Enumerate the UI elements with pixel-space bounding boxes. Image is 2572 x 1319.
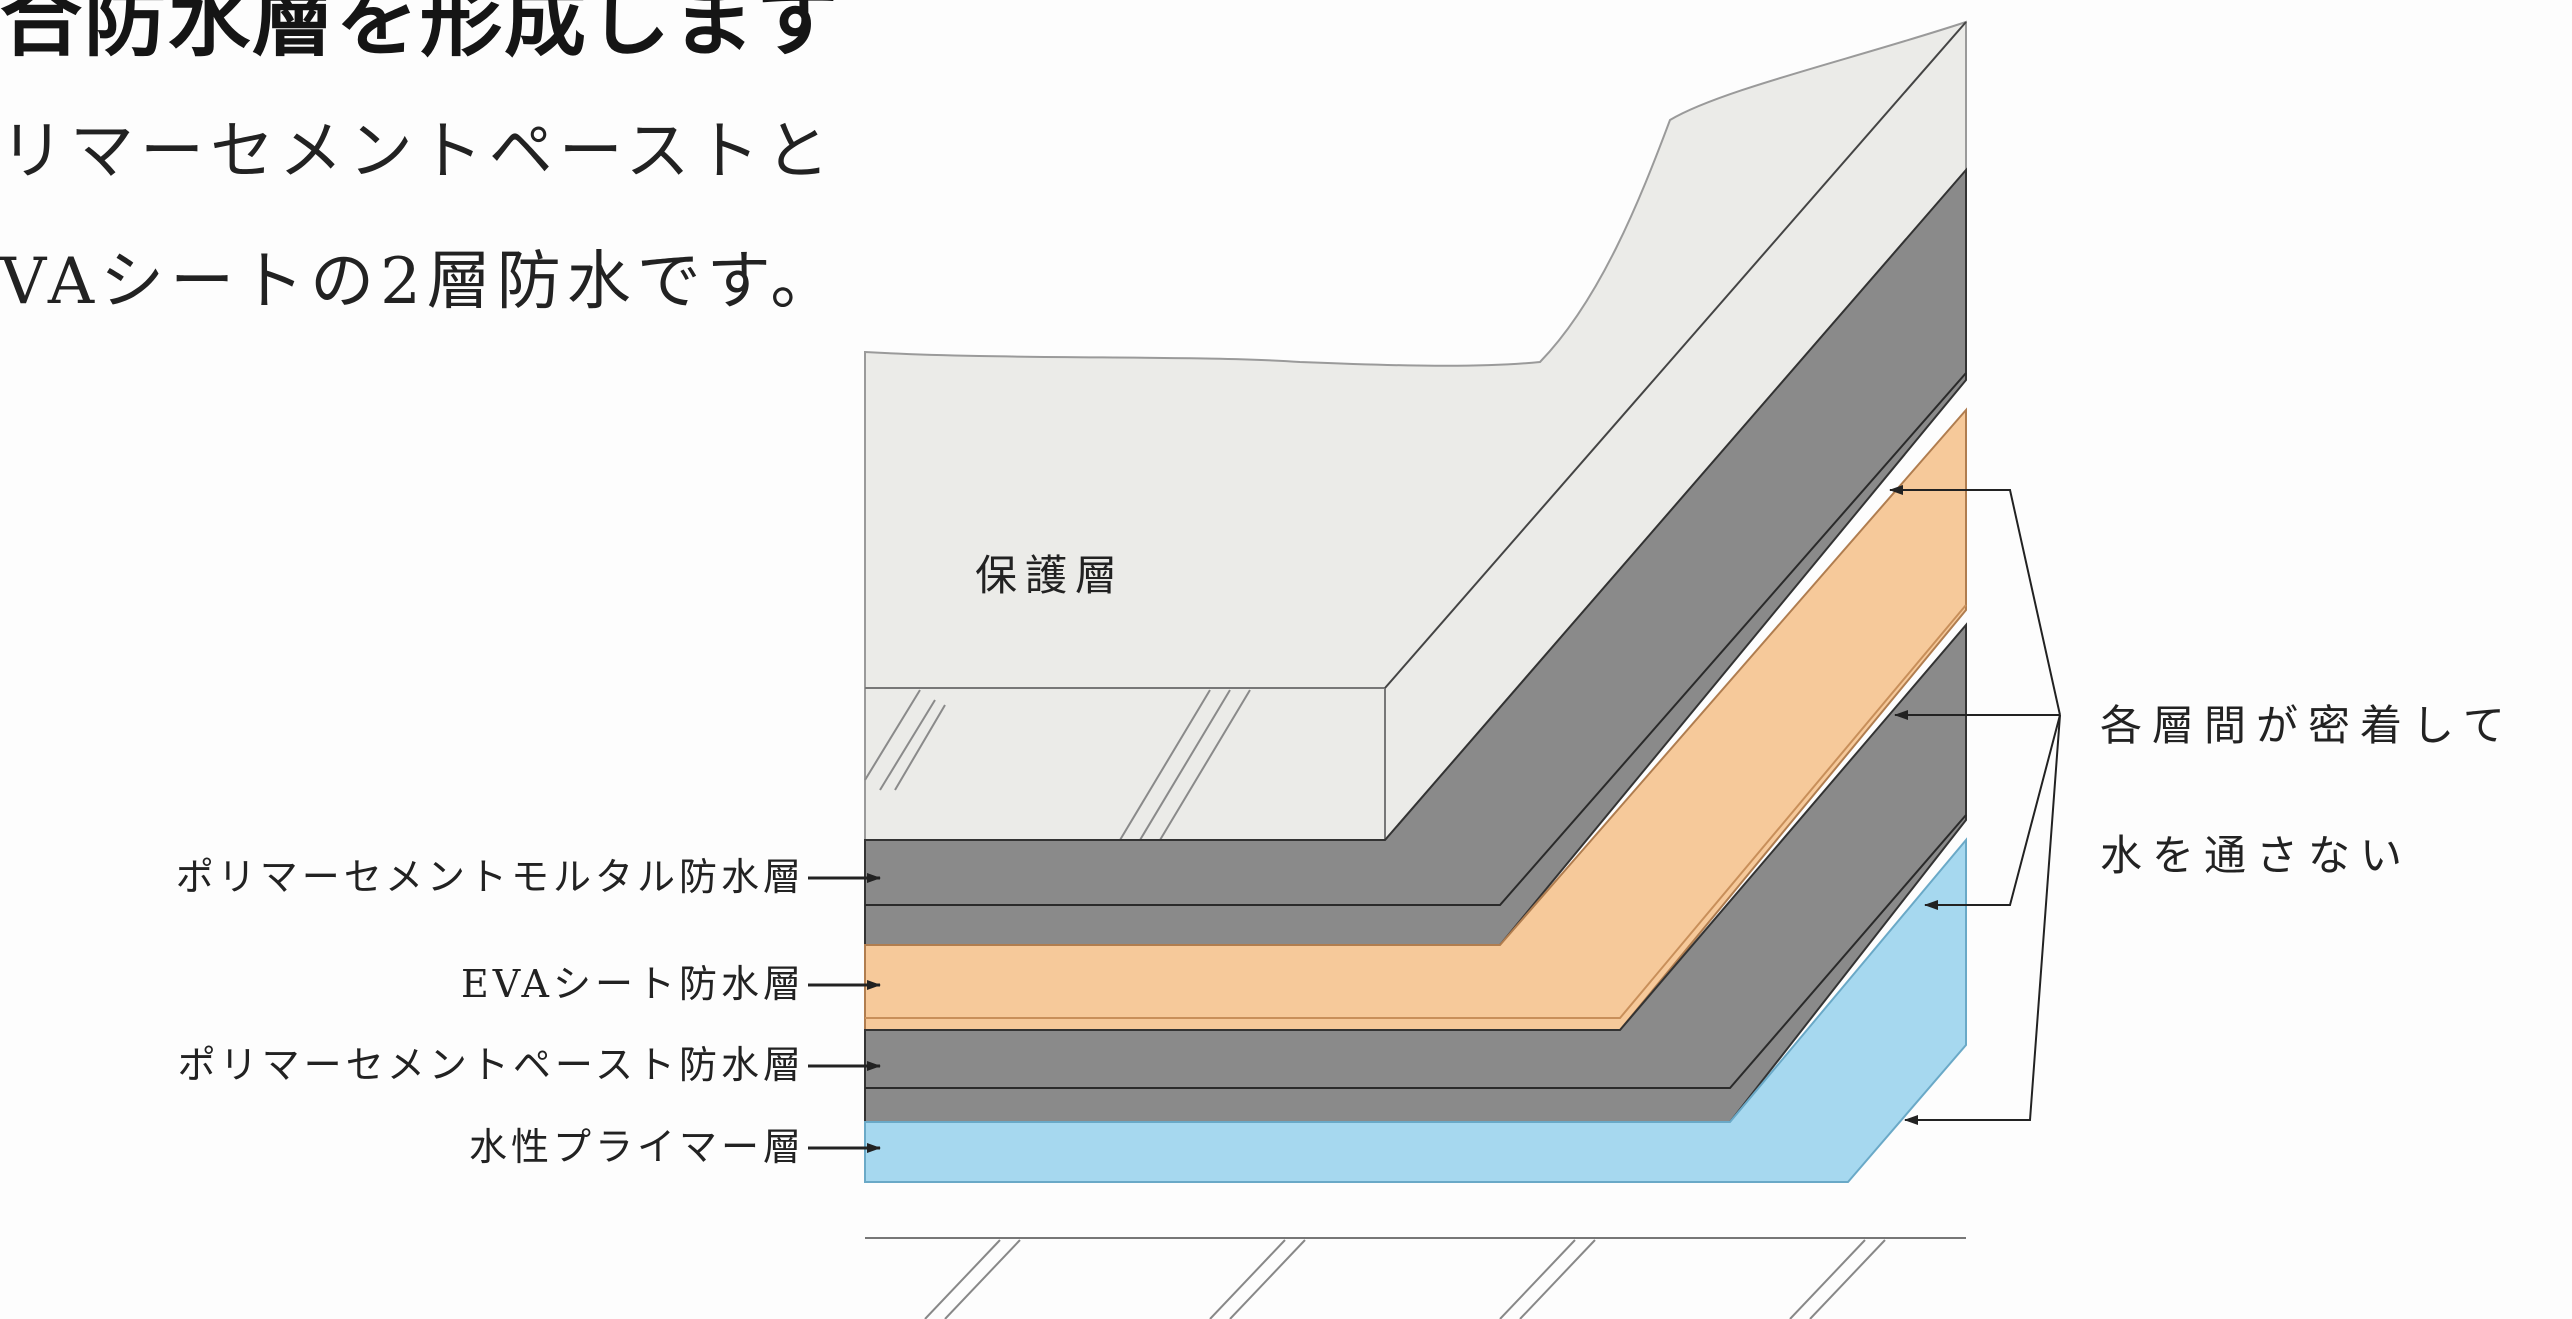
annotation-line-1: 各層間が密着して [2100,701,2515,750]
label-eva-layer: EVAシート防水層 [461,962,805,1006]
protection-layer [864,20,1967,841]
layer-eva-edge [865,604,1967,1019]
intro-line-1: リマーセメントペーストと [0,115,836,189]
layer-paste-seam [865,814,1967,1089]
protection-layer-slope-edge [1384,21,1967,689]
interface-arrows [1889,485,2061,1125]
protection-hatching [864,689,1251,841]
label-primer-layer: 水性プライマー層 [469,1125,805,1169]
substrate-hatching [924,1239,1886,1319]
label-mortar-layer: ポリマーセメントモルタル防水層 [176,855,805,899]
annotation-line-2: 水を通さない [2100,831,2412,880]
intro-line-2: VAシートの2層防水です。 [0,245,841,319]
protection-layer-label: 保護層 [975,551,1125,600]
layer-mortar-seam [865,372,1967,906]
layer-primer [864,837,1967,1183]
page-heading: 合防水層を形成します [0,0,841,68]
label-paste-layer: ポリマーセメントペースト防水層 [178,1043,805,1087]
